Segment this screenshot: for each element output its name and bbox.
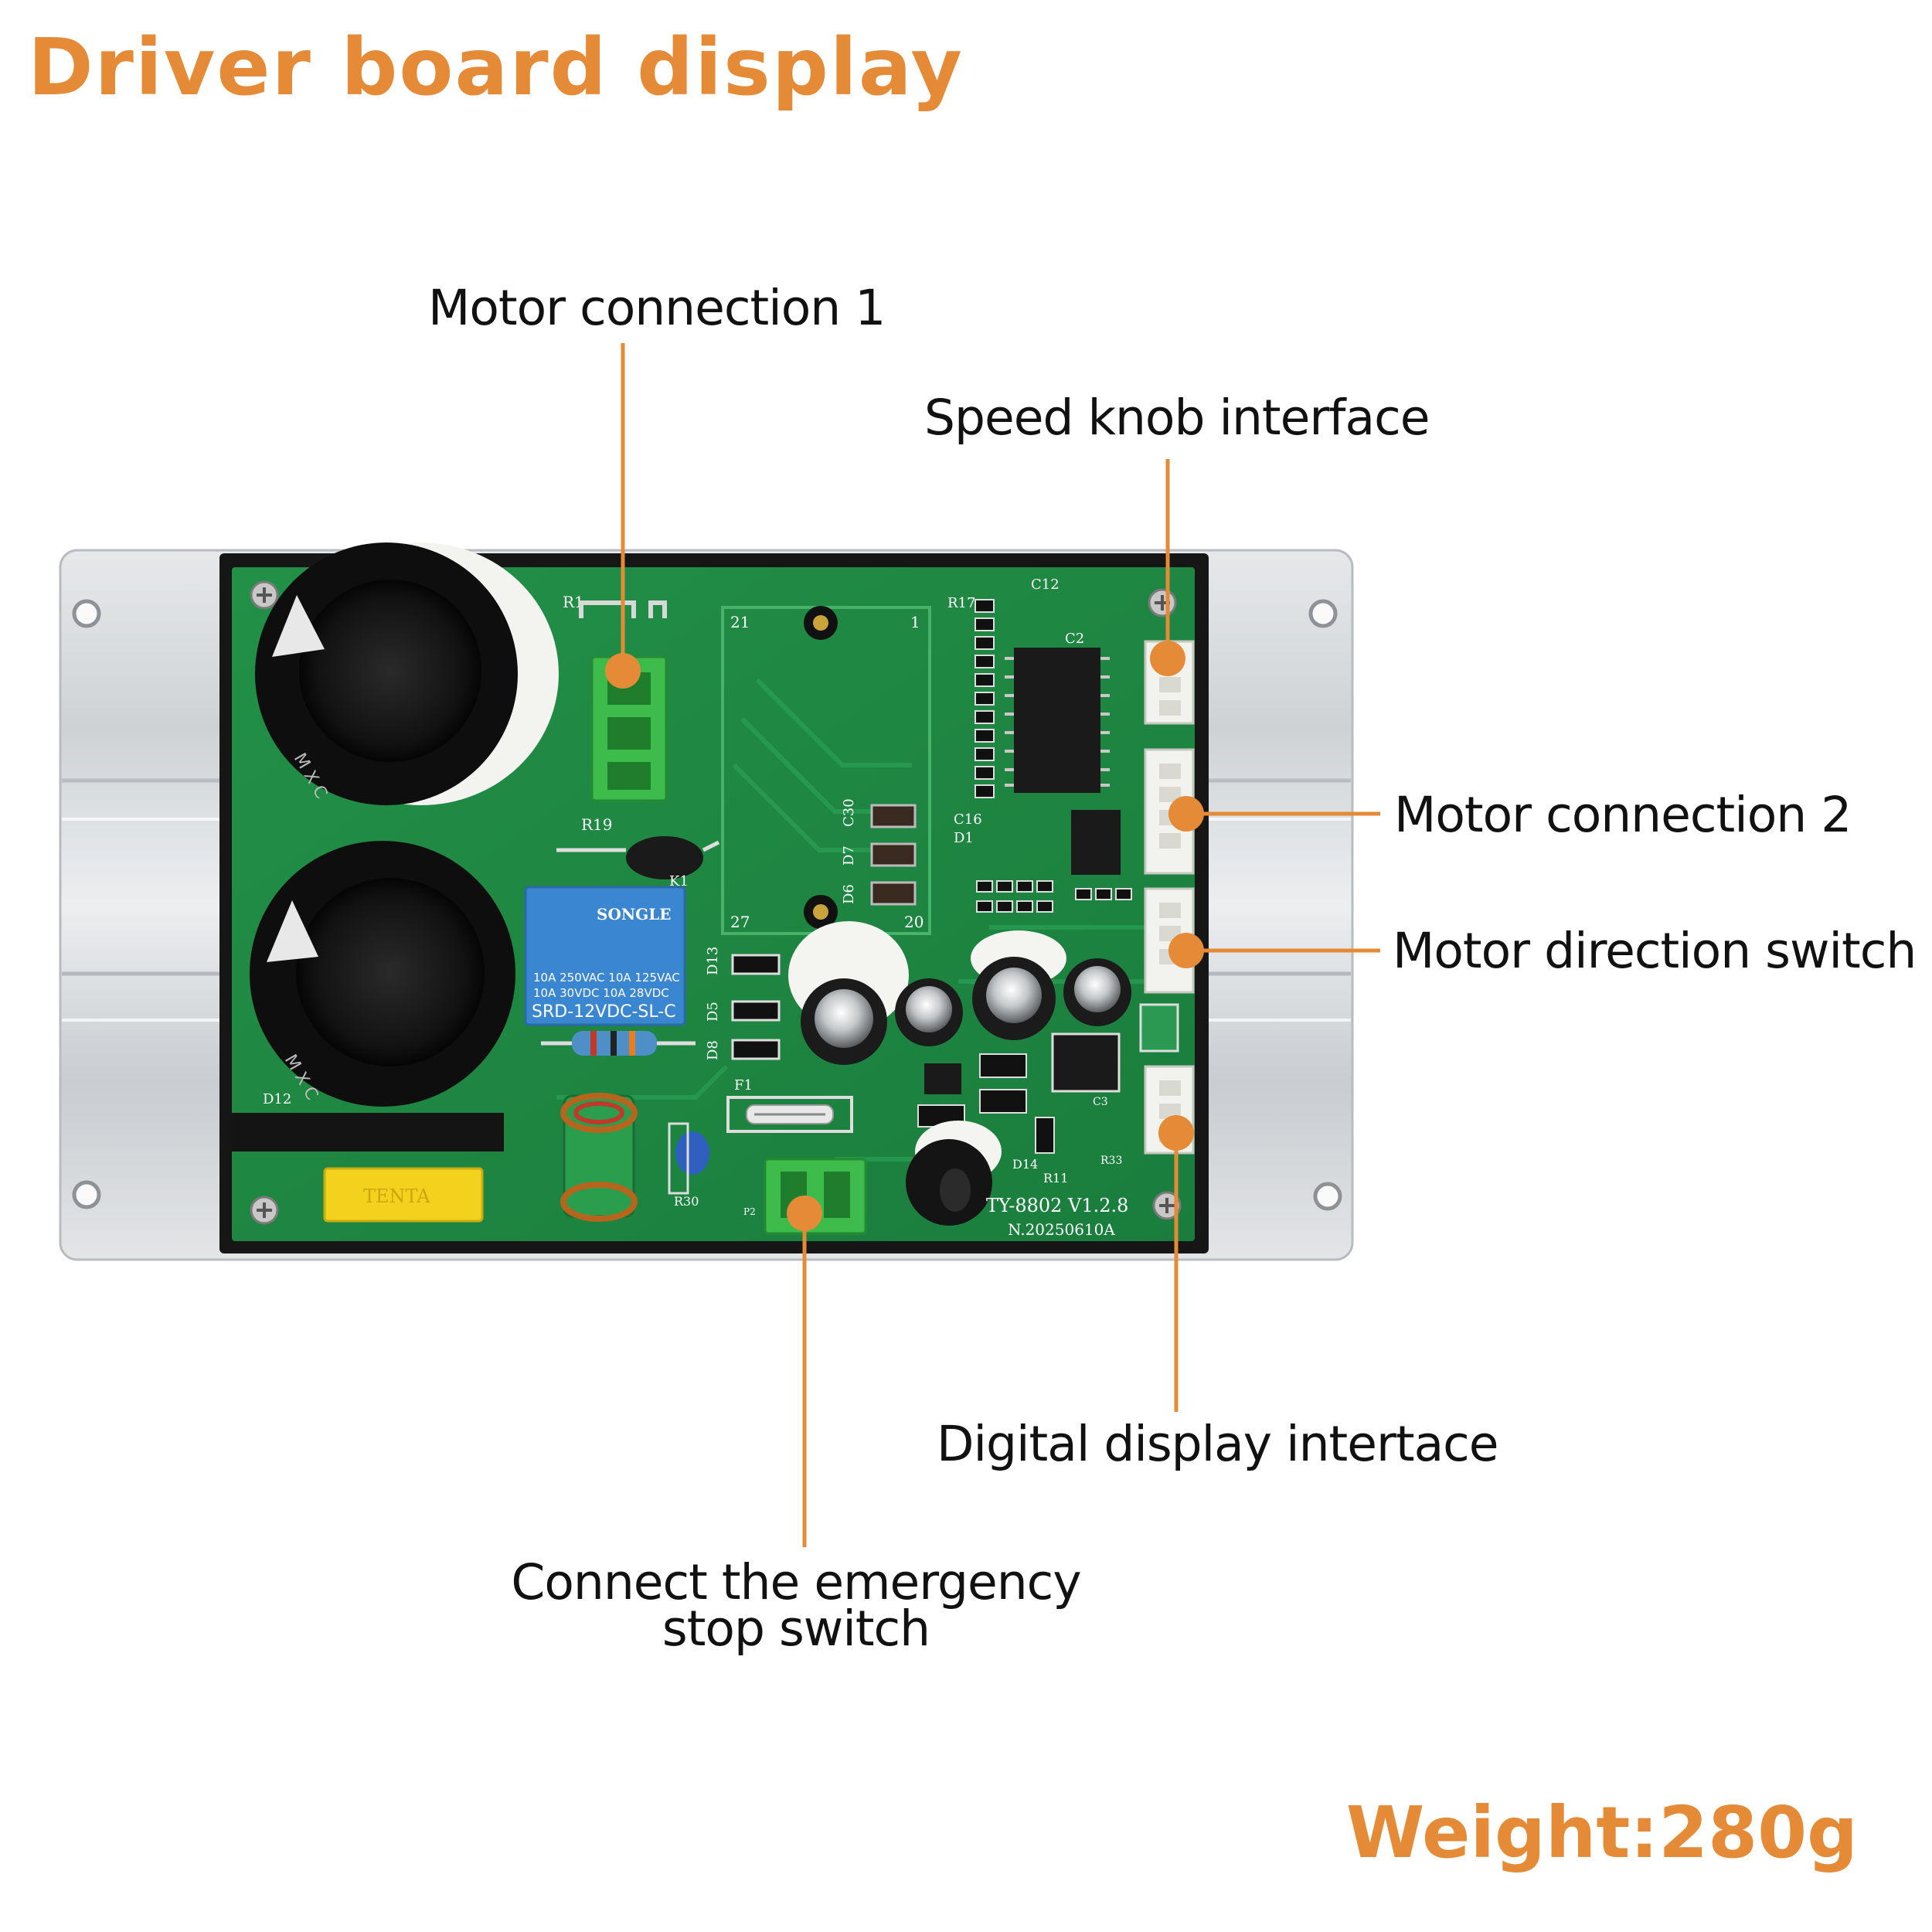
common-mode-choke bbox=[560, 1093, 638, 1222]
relay-rating-1: 10A 250VAC 10A 125VAC bbox=[533, 971, 680, 985]
board-version-text: TY-8802 V1.2.8 bbox=[986, 1195, 1128, 1216]
fuse: F1 bbox=[726, 1077, 853, 1133]
ref-k1: K1 bbox=[669, 873, 689, 889]
relay: SONGLE 10A 250VAC 10A 125VAC 10A 30VDC 1… bbox=[524, 873, 689, 1026]
ref-f1: F1 bbox=[734, 1077, 753, 1094]
ref-c28: C30 bbox=[841, 798, 857, 827]
ref-c30: D6 bbox=[841, 884, 857, 904]
relay-model: SRD-12VDC-SL-C bbox=[532, 1002, 676, 1022]
relay-rating-2: 10A 30VDC 10A 28VDC bbox=[533, 986, 669, 1000]
jumper-wire bbox=[579, 600, 667, 618]
label-emergency-stop-line-2: stop switch bbox=[662, 1600, 930, 1657]
ref-d8: D8 bbox=[705, 1040, 721, 1060]
motor-connection-1-terminal bbox=[590, 655, 668, 802]
ref-d7: C16 bbox=[954, 811, 982, 828]
relay-brand: SONGLE bbox=[597, 905, 672, 923]
ref-r19: R19 bbox=[581, 815, 613, 834]
ref-d6: D1 bbox=[954, 830, 974, 846]
weight-text: Weight:280g bbox=[1345, 1791, 1858, 1874]
ref-c16: D14 bbox=[1012, 1157, 1038, 1172]
axial-resistor bbox=[541, 1031, 696, 1056]
blue-ceramic-capacitor: R30 bbox=[668, 1122, 709, 1209]
large-capacitor-bottom: M X C bbox=[250, 841, 515, 1107]
board-serial-text: N.20250610A bbox=[1008, 1220, 1115, 1239]
label-motor-direction-switch: Motor direction switch bbox=[1393, 923, 1917, 979]
ref-c12: C12 bbox=[1031, 577, 1060, 593]
ref-d5: D5 bbox=[705, 1002, 721, 1022]
hall-sensor-pad bbox=[1139, 1003, 1179, 1053]
yellow-cap-brand: TENTA bbox=[363, 1185, 430, 1207]
ref-27: 27 bbox=[730, 913, 750, 931]
bridge-rectifier bbox=[232, 1113, 504, 1151]
smd-capacitors: C30 D7 D6 bbox=[841, 798, 917, 906]
ref-d1: R11 bbox=[1043, 1171, 1068, 1185]
small-capacitors bbox=[788, 921, 1131, 1065]
ref-c2: C2 bbox=[1065, 631, 1084, 647]
bottom-capacitor bbox=[906, 1121, 1002, 1226]
ref-c29: D7 bbox=[841, 845, 857, 866]
ref-r17: R17 bbox=[947, 595, 975, 611]
control-ic: C12 C2 R17 C16 D1 bbox=[947, 577, 1121, 875]
label-emergency-stop-line-1: Connect the emergency bbox=[511, 1554, 1081, 1611]
label-emergency-stop: Connect the emergency stop switch bbox=[495, 1554, 1097, 1657]
power-ics: R11 R33 C3 D14 bbox=[917, 1032, 1122, 1185]
ref-r11: C3 bbox=[1093, 1096, 1108, 1108]
leader-dots bbox=[605, 641, 1204, 1231]
label-digital-display-interface: Digital display intertace bbox=[937, 1416, 1499, 1472]
ref-p2: P2 bbox=[743, 1206, 756, 1217]
diodes: D13 D5 D8 bbox=[705, 947, 781, 1060]
ref-21: 21 bbox=[730, 613, 750, 631]
label-motor-connection-1: Motor connection 1 bbox=[428, 280, 886, 336]
pcb-screws bbox=[250, 580, 1182, 1225]
smd-resistor-column bbox=[975, 599, 1132, 913]
ref-d12: D12 bbox=[263, 1091, 291, 1107]
large-capacitor-top: M X C bbox=[255, 543, 559, 805]
ref-20: 20 bbox=[904, 913, 923, 931]
label-speed-knob-interface: Speed knob interface bbox=[924, 389, 1430, 446]
ref-1: 1 bbox=[910, 613, 920, 631]
ref-r30: R30 bbox=[674, 1194, 699, 1209]
leader-lines bbox=[621, 343, 1380, 1547]
page-title: Driver board display bbox=[28, 22, 964, 114]
yellow-x-capacitor: TENTA bbox=[323, 1167, 484, 1223]
ref-d13: D13 bbox=[705, 947, 721, 975]
label-motor-connection-2: Motor connection 2 bbox=[1394, 787, 1852, 843]
toroid-inductor bbox=[556, 836, 720, 879]
ref-d14: R33 bbox=[1100, 1155, 1122, 1167]
